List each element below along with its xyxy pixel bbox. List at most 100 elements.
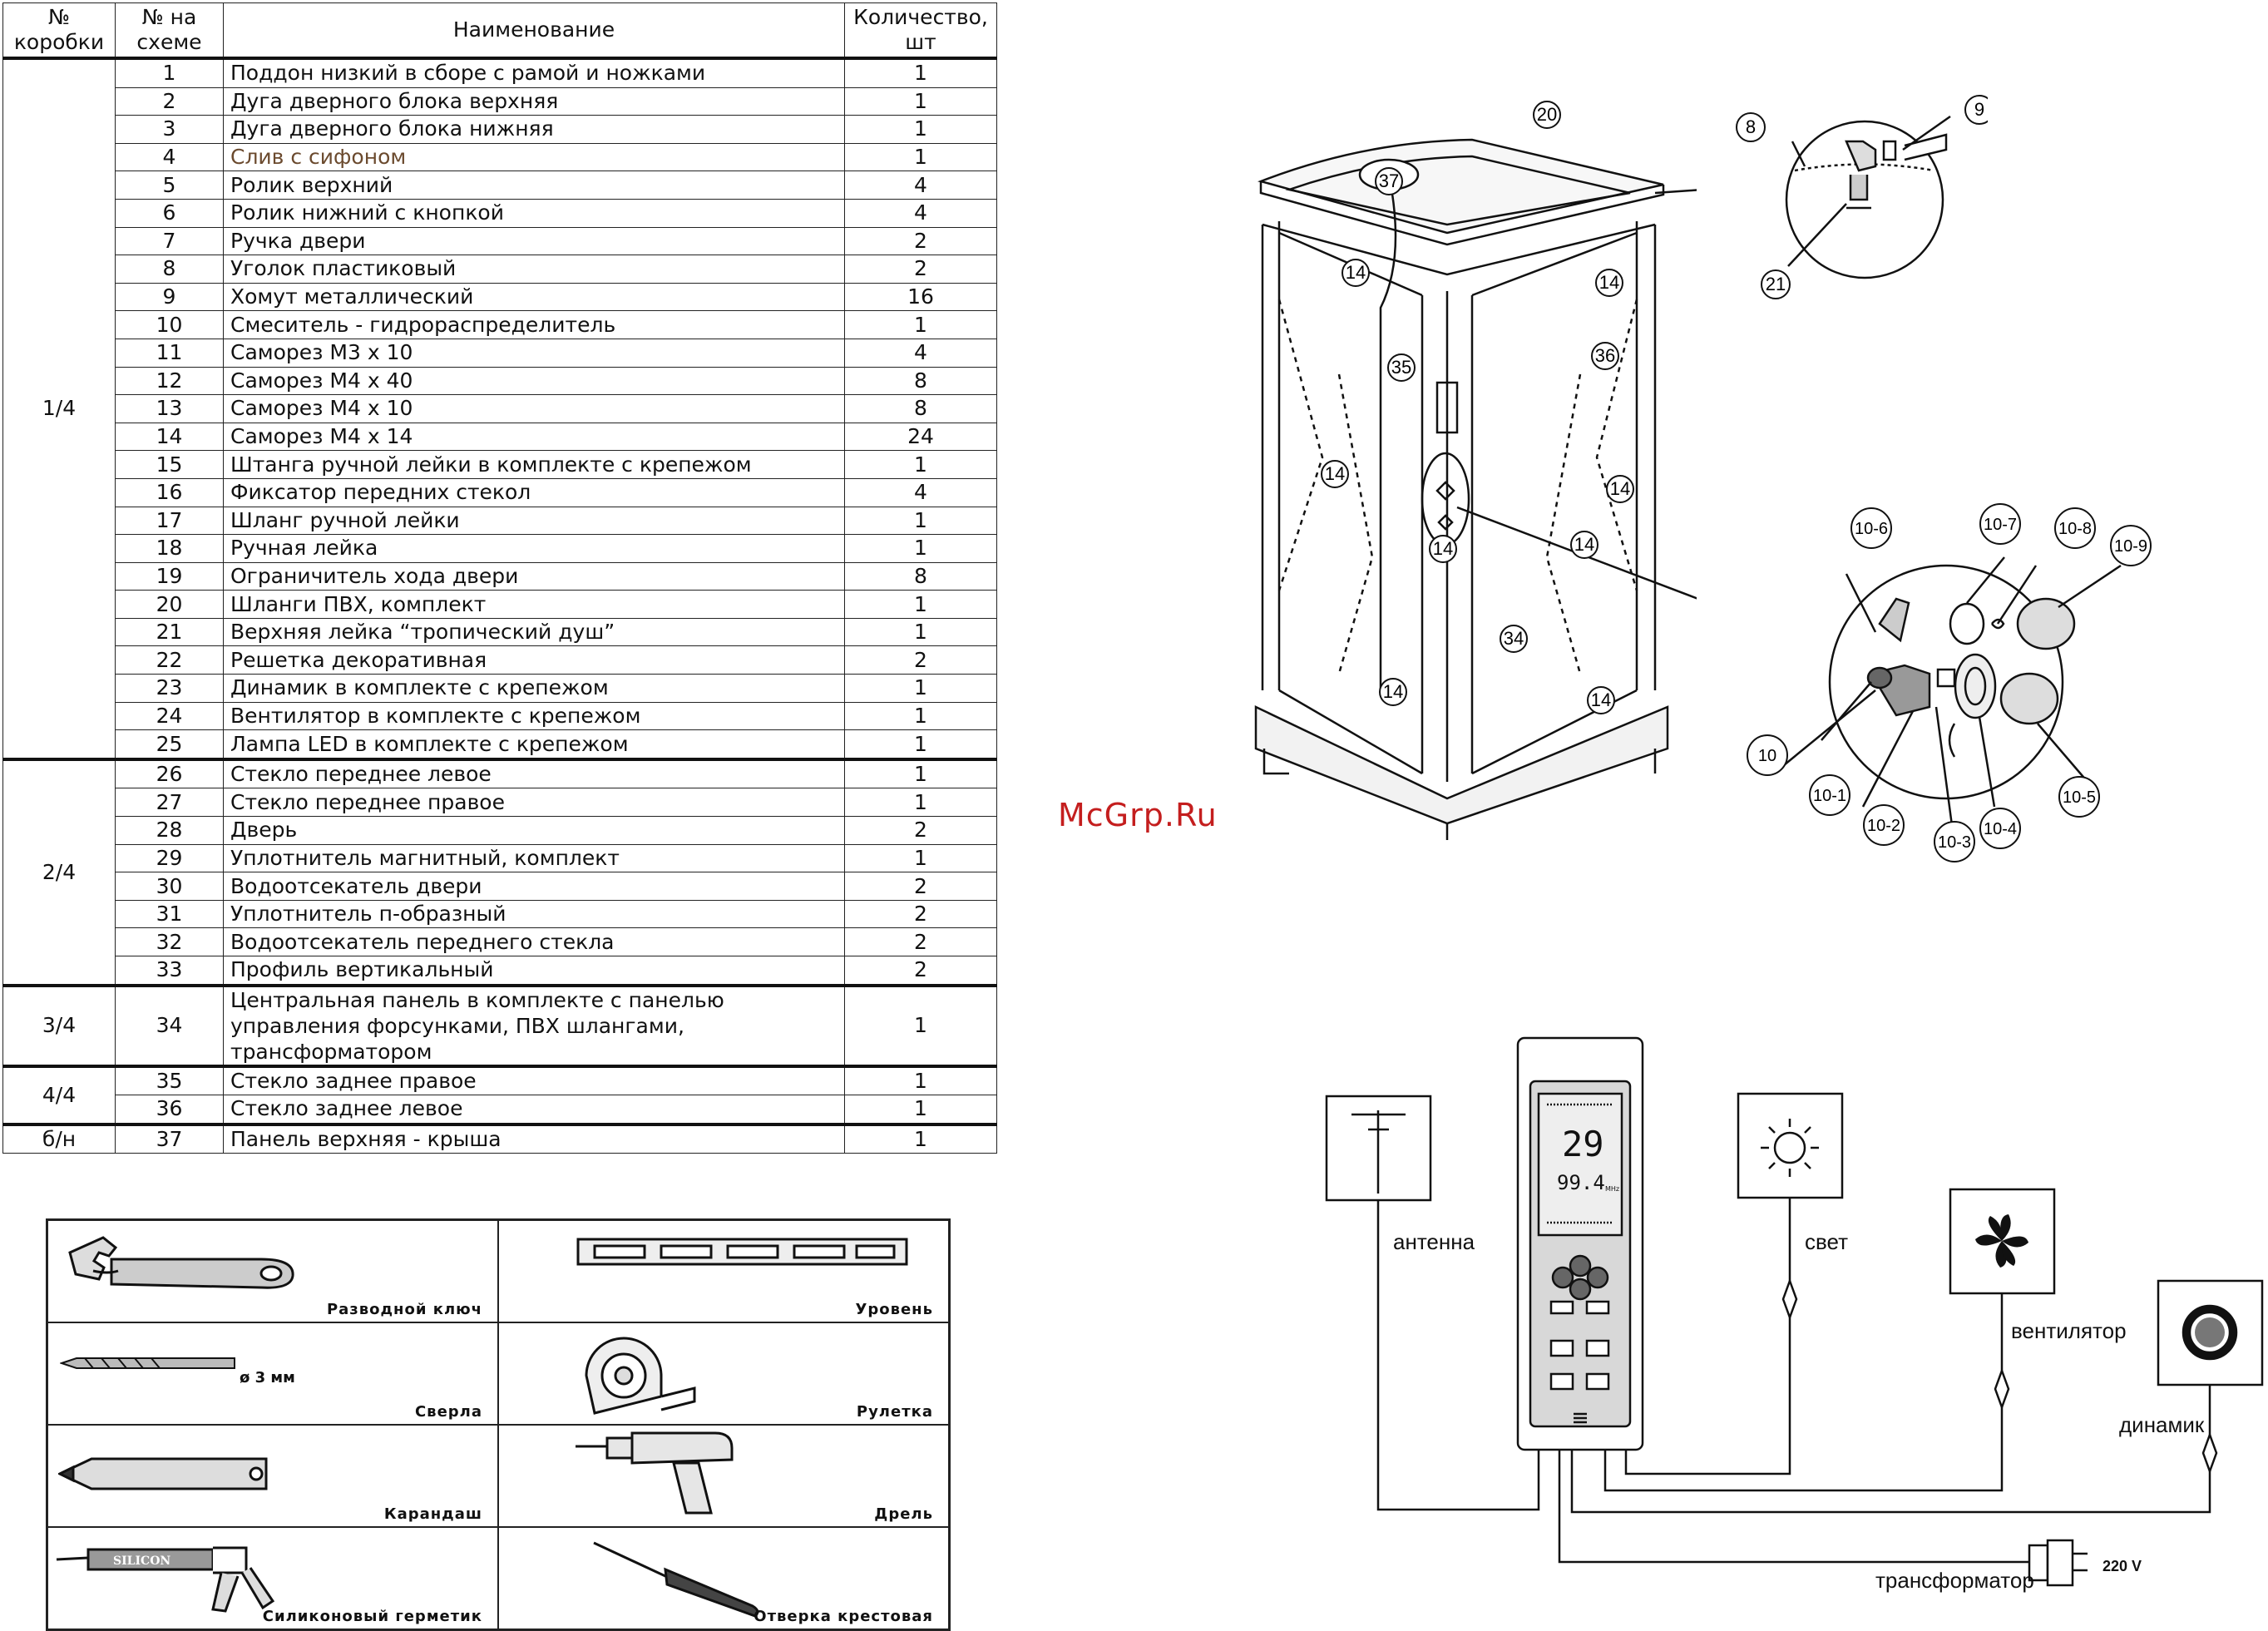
callout-circle [2110,525,2152,566]
tools-grid: Разводной ключ Уровень ø 3 мм Сверла [46,1218,951,1631]
callout-circle [1850,507,1892,549]
tool-cell-level: Уровень [498,1220,949,1322]
quantity-cell: 1 [844,142,997,172]
callout-number: 8 [1746,116,1756,137]
part-name-cell: Слив с сифоном [223,142,845,172]
part-name-cell: Ролик верхний [223,171,845,200]
wiring-diagram: 29 99.4 MHz [1325,1036,2264,1587]
part-name-cell: Дуга дверного блока верхняя [223,86,845,116]
tool-cell-silicone-gun: SILICON Силиконовый герметик [47,1527,498,1629]
callout-number: 34 [1504,628,1524,649]
callout-circle [1761,269,1791,299]
callout-circle [1934,821,1975,862]
callout-circle [1500,625,1528,653]
part-name-cell: Стекло переднее левое [223,757,845,789]
scheme-number-cell: 23 [115,674,224,703]
part-name-cell: Профиль вертикальный [223,955,845,986]
quantity-cell: 1 [844,1122,997,1154]
scheme-number-cell: 9 [115,282,224,312]
scheme-number-cell: 21 [115,617,224,647]
quantity-cell: 4 [844,477,997,507]
tool-label: Сверла [414,1403,482,1421]
quantity-cell: 16 [844,282,997,312]
quantity-cell: 1 [844,115,997,144]
callout-number: 37 [1379,171,1399,191]
scheme-number-cell: 16 [115,477,224,507]
scheme-number-cell: 11 [115,338,224,368]
callout: 10-8 [2054,507,2096,549]
quantity-cell: 1 [844,674,997,703]
part-name-cell: Лампа LED в комплекте с крепежом [223,729,845,760]
callout-number: 14 [1574,534,1594,555]
quantity-cell: 2 [844,955,997,986]
quantity-cell: 2 [844,872,997,901]
quantity-cell: 1 [844,983,997,1067]
scheme-number-cell: 15 [115,450,224,479]
quantity-cell: 1 [844,590,997,619]
part-name-cell: Верхняя лейка “тропический душ” [223,617,845,647]
scheme-number-cell: 37 [115,1122,224,1154]
transformer-label: трансформатор [1875,1568,2034,1593]
callout-number: 10 [1758,747,1776,765]
quantity-cell: 1 [844,57,997,88]
callout-circle [1321,460,1349,488]
scheme-number-cell: 1 [115,57,224,88]
scheme-number-cell: 20 [115,590,224,619]
tool-label: Рулетка [856,1403,933,1421]
callout-number: 14 [1346,262,1366,283]
quantity-cell: 4 [844,338,997,368]
scheme-number-cell: 10 [115,310,224,339]
tool-cell-tape-measure: Рулетка [498,1322,949,1425]
quantity-cell: 8 [844,561,997,591]
callout-number: 10-4 [1984,820,2017,838]
header-quantity: Количество, шт [844,2,997,60]
callout-circle [1387,353,1416,382]
part-name-cell: Саморез М4 х 40 [223,366,845,396]
callout: 14 [1595,269,1623,297]
scheme-number-cell: 17 [115,506,224,536]
callout: 36 [1591,342,1619,370]
box-number-cell: 2/4 [2,757,116,986]
scheme-number-cell: 6 [115,198,224,228]
scheme-number-cell: 4 [115,142,224,172]
tape-measure-icon [585,1337,696,1415]
adjustable-wrench-icon [68,1236,294,1289]
quantity-cell: 1 [844,506,997,536]
part-name-cell: Штанга ручной лейки в комплекте с крепеж… [223,450,845,479]
callout: 35 [1387,353,1416,382]
quantity-cell: 1 [844,1064,997,1096]
part-name-cell: Ручная лейка [223,534,845,563]
callout-circle [1736,112,1766,142]
callout: 21 [1761,269,1791,299]
callout: 14 [1321,460,1349,488]
part-name-cell: Решетка декоративная [223,645,845,675]
tool-label: Силиконовый герметик [262,1608,482,1625]
callout: 8 [1736,112,1766,142]
scheme-number-cell: 22 [115,645,224,675]
callout-circle [1595,269,1623,297]
callout-number: 14 [1591,689,1611,710]
antenna-label: антенна [1393,1229,1475,1254]
part-name-cell: Дуга дверного блока нижняя [223,115,845,144]
part-name-cell: Поддон низкий в сборе с рамой и ножками [223,57,845,88]
callout-number: 14 [1325,463,1345,484]
part-name-cell: Шланги ПВХ, комплект [223,590,845,619]
callout: 10-4 [1979,808,2021,849]
quantity-cell: 1 [844,86,997,116]
callout-circle [1964,95,1988,125]
callout-number: 14 [1383,681,1403,702]
scheme-number-cell: 13 [115,394,224,423]
scheme-number-cell: 12 [115,366,224,396]
part-name-cell: Водоотсекатель переднего стекла [223,927,845,956]
part-name-cell: Саморез М4 х 10 [223,394,845,423]
part-name-cell: Уплотнитель магнитный, комплект [223,843,845,873]
